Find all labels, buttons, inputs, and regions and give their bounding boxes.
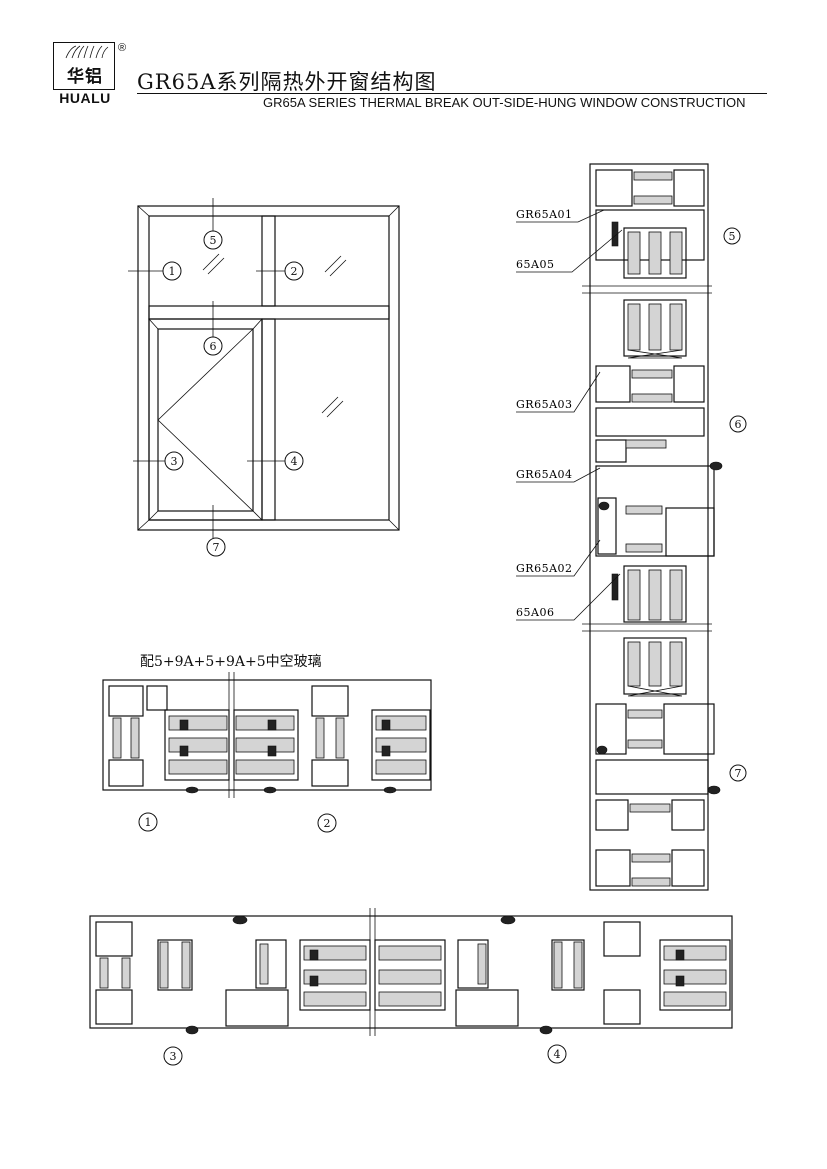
profile-code: 65A06 <box>516 606 554 619</box>
title-divider <box>137 93 767 94</box>
window-elevation <box>128 198 400 538</box>
section-marker-7: 7 <box>206 537 226 557</box>
profile-leaders <box>516 209 623 621</box>
logo-frame <box>53 42 115 90</box>
section-marker-3: 3 <box>164 451 184 471</box>
marker-label: 4 <box>554 1048 561 1061</box>
section-marker-3: 3 <box>163 1046 183 1066</box>
section-marker-4: 4 <box>284 451 304 471</box>
logo-fan-icon <box>65 45 109 59</box>
marker-label: 3 <box>170 1050 177 1063</box>
section-marker-6: 6 <box>729 415 747 433</box>
section-marker-5: 5 <box>203 230 223 250</box>
section-marker-4: 4 <box>547 1044 567 1064</box>
marker-label: 3 <box>171 455 178 468</box>
section-marker-1: 1 <box>138 812 158 832</box>
marker-label: 1 <box>169 265 176 278</box>
registered-mark: ® <box>118 42 127 54</box>
section-marker-1: 1 <box>162 261 182 281</box>
horizontal-section-1-2 <box>102 672 432 798</box>
marker-label: 2 <box>324 817 331 830</box>
marker-label: 7 <box>735 767 742 780</box>
marker-label: 2 <box>291 265 298 278</box>
marker-label: 6 <box>735 418 742 431</box>
section-marker-6: 6 <box>203 336 223 356</box>
glass-hatch-icon <box>202 253 347 418</box>
section-marker-2: 2 <box>317 813 337 833</box>
vertical-section <box>582 163 723 891</box>
profile-code: GR65A01 <box>516 208 573 221</box>
marker-label: 1 <box>145 816 152 829</box>
profile-code: GR65A02 <box>516 562 573 575</box>
marker-label: 6 <box>210 340 217 353</box>
marker-label: 4 <box>291 455 298 468</box>
marker-label: 5 <box>729 230 736 243</box>
logo-text: 华铝 <box>67 67 103 87</box>
section-marker-2: 2 <box>284 261 304 281</box>
horizontal-section-3-4 <box>89 908 733 1036</box>
page-subtitle: GR65A SERIES THERMAL BREAK OUT-SIDE-HUNG… <box>263 95 746 110</box>
glass-spec-note: 配5+9A+5+9A+5中空玻璃 <box>140 654 322 670</box>
marker-label: 7 <box>213 541 220 554</box>
page-title: GR65A系列隔热外开窗结构图 <box>137 70 437 94</box>
profile-code: 65A05 <box>516 258 554 271</box>
profile-code: GR65A03 <box>516 398 573 411</box>
section-marker-5: 5 <box>723 227 741 245</box>
marker-label: 5 <box>210 234 217 247</box>
brand-name: HUALU <box>59 90 111 106</box>
section-marker-7: 7 <box>729 764 747 782</box>
profile-code: GR65A04 <box>516 468 573 481</box>
